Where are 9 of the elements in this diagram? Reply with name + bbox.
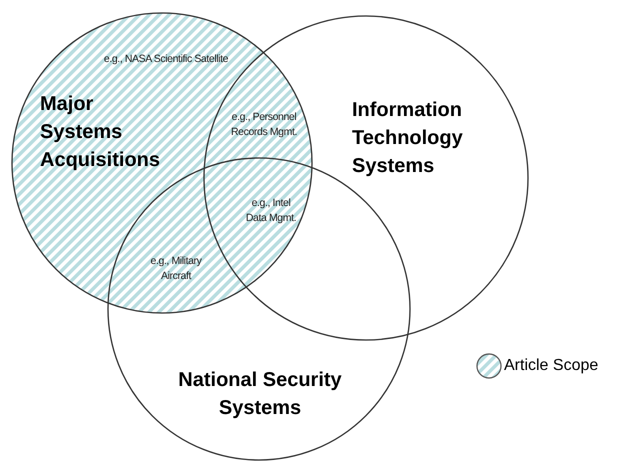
legend-text: Article Scope	[504, 356, 598, 376]
set-title: Major Systems Acquisitions	[40, 92, 162, 173]
set-title: National Security Systems	[177, 368, 343, 421]
example-text: e.g., Intel Data Mgmt.	[244, 196, 298, 226]
venn-circle	[11, 12, 313, 314]
set-title: Information Technology Systems	[352, 98, 464, 179]
example-text: e.g., NASA Scientific Satellite	[102, 52, 230, 67]
example-text: e.g., Personnel Records Mgmt.	[230, 110, 298, 140]
example-text: e.g., Military Aircraft	[150, 254, 203, 284]
